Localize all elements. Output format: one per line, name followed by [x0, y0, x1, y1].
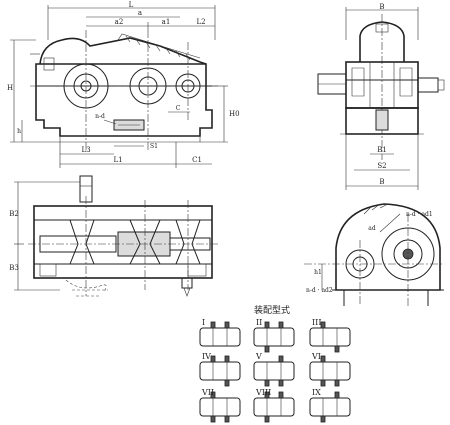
- front-view: L a a2 a1 L2: [7, 1, 240, 168]
- assembly-form-2: II: [253, 318, 295, 353]
- dim-L: L: [129, 1, 134, 9]
- dim-a: a: [138, 9, 142, 17]
- assembly-form-label: V: [255, 352, 262, 361]
- dim-B2: B2: [9, 210, 19, 218]
- dim-L2: L2: [196, 18, 205, 26]
- side-view: B B1 S2 B: [317, 3, 445, 190]
- dim-S2: S2: [377, 162, 386, 170]
- dim-ad: ad: [368, 225, 376, 232]
- assembly-form-4: IV: [199, 352, 241, 387]
- dim-H: H: [7, 84, 13, 92]
- dim-nd-ad1: n-d · ad1: [406, 211, 433, 218]
- assembly-form-6: VI: [309, 352, 351, 387]
- dim-C1: C1: [192, 156, 202, 164]
- assembly-form-8: VIII: [253, 388, 295, 423]
- dim-h: h: [17, 128, 21, 135]
- dim-L3: L3: [81, 146, 90, 154]
- assembly-title: 装配型式: [254, 304, 290, 316]
- dim-L1: L1: [113, 156, 122, 164]
- assembly-form-label: II: [256, 318, 262, 327]
- dim-n-d: n-d: [95, 113, 105, 120]
- dim-H0: H0: [229, 110, 240, 118]
- assembly-form-label: I: [202, 318, 205, 327]
- dim-B-bottom: B: [379, 178, 384, 186]
- assembly-form-label: VIII: [255, 388, 271, 397]
- dim-a1: a1: [162, 18, 171, 26]
- dim-nd-ad2: n-d · ad2: [306, 287, 333, 294]
- dim-S1: S1: [150, 143, 158, 150]
- assembly-form-label: IX: [312, 388, 321, 397]
- assembly-form-label: IV: [202, 352, 211, 361]
- dim-a2: a2: [115, 18, 124, 26]
- shaft-view: n-d · ad1 ad h1 n-d · ad2: [304, 203, 444, 306]
- dim-h1: h1: [314, 269, 322, 276]
- assembly-form-7: VII: [199, 388, 241, 423]
- assembly-form-label: VII: [201, 388, 214, 397]
- assembly-form-1: I: [199, 318, 241, 347]
- dim-B-top: B: [379, 3, 384, 11]
- assembly-form-5: V: [253, 352, 295, 387]
- assembly-form-3: III: [309, 318, 351, 353]
- assembly-form-9: IX: [309, 388, 351, 423]
- assembly-form-label: VI: [311, 352, 321, 361]
- dim-B3: B3: [9, 264, 19, 272]
- plan-view: B2 B3: [9, 175, 220, 297]
- dim-B1: B1: [377, 146, 387, 154]
- dim-C: C: [176, 105, 181, 112]
- assembly-form-label: III: [312, 318, 321, 327]
